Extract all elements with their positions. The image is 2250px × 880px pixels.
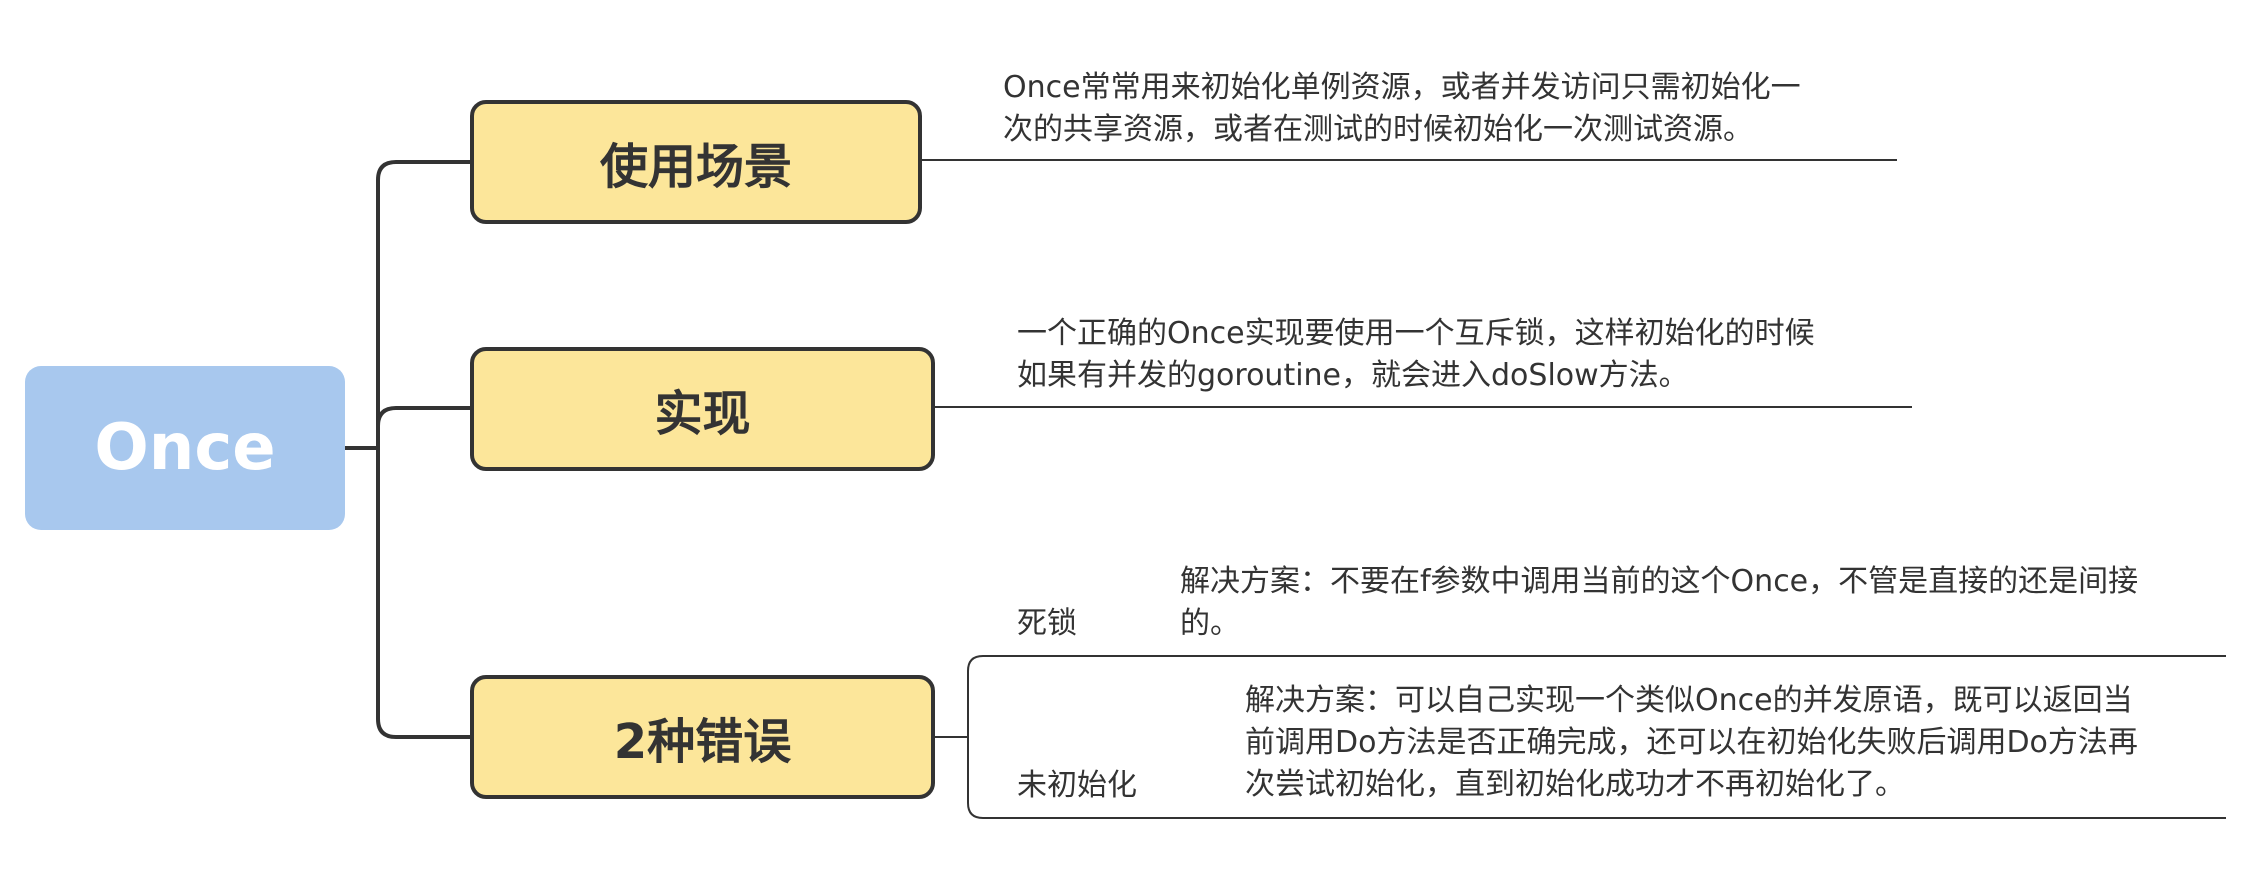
note-line: 次的共享资源，或者在测试的时候初始化一次测试资源。 xyxy=(1003,112,1753,147)
note-line: Once常常用来初始化单例资源，或者并发访问只需初始化一 xyxy=(1003,70,1801,105)
root-node[interactable]: Once xyxy=(25,366,345,530)
branch-connector-2 xyxy=(376,406,470,448)
branch-two-errors[interactable]: 2种错误 xyxy=(470,675,935,799)
note-line: 的。 xyxy=(1180,606,1240,641)
branch-connector-3 xyxy=(376,448,470,739)
note-line: 前调用Do方法是否正确完成，还可以在初始化失败后调用Do方法再 xyxy=(1245,725,2138,760)
branch-label: 2种错误 xyxy=(613,714,792,770)
root-label: Once xyxy=(94,411,276,485)
note-line: 一个正确的Once实现要使用一个互斥锁，这样初始化的时候 xyxy=(1017,316,1815,351)
branch-implementation[interactable]: 实现 xyxy=(470,347,935,471)
branch-usage-scenarios[interactable]: 使用场景 xyxy=(470,100,922,224)
branch-label: 使用场景 xyxy=(599,139,792,195)
branch-connector-1 xyxy=(376,160,470,448)
branch-label: 实现 xyxy=(654,386,751,442)
note-line: 解决方案：可以自己实现一个类似Once的并发原语，既可以返回当 xyxy=(1245,683,2133,718)
sub-bracket xyxy=(967,655,2226,819)
note-line: 解决方案：不要在f参数中调用当前的这个Once，不管是直接的还是间接 xyxy=(1180,564,2139,599)
note-line: 次尝试初始化，直到初始化成功才不再初始化了。 xyxy=(1245,767,1905,802)
note-implementation: 一个正确的Once实现要使用一个互斥锁，这样初始化的时候 如果有并发的gorou… xyxy=(1017,313,1897,397)
sub-node-deadlock[interactable]: 死锁 xyxy=(1017,606,1077,641)
note-line: 如果有并发的goroutine，就会进入doSlow方法。 xyxy=(1017,358,1689,393)
note-uninitialized: 解决方案：可以自己实现一个类似Once的并发原语，既可以返回当 前调用Do方法是… xyxy=(1245,680,2205,806)
sub-node-uninitialized[interactable]: 未初始化 xyxy=(1017,768,1137,803)
note-usage-scenarios: Once常常用来初始化单例资源，或者并发访问只需初始化一 次的共享资源，或者在测… xyxy=(1003,67,1883,151)
note-deadlock: 解决方案：不要在f参数中调用当前的这个Once，不管是直接的还是间接 的。 xyxy=(1180,561,2220,645)
